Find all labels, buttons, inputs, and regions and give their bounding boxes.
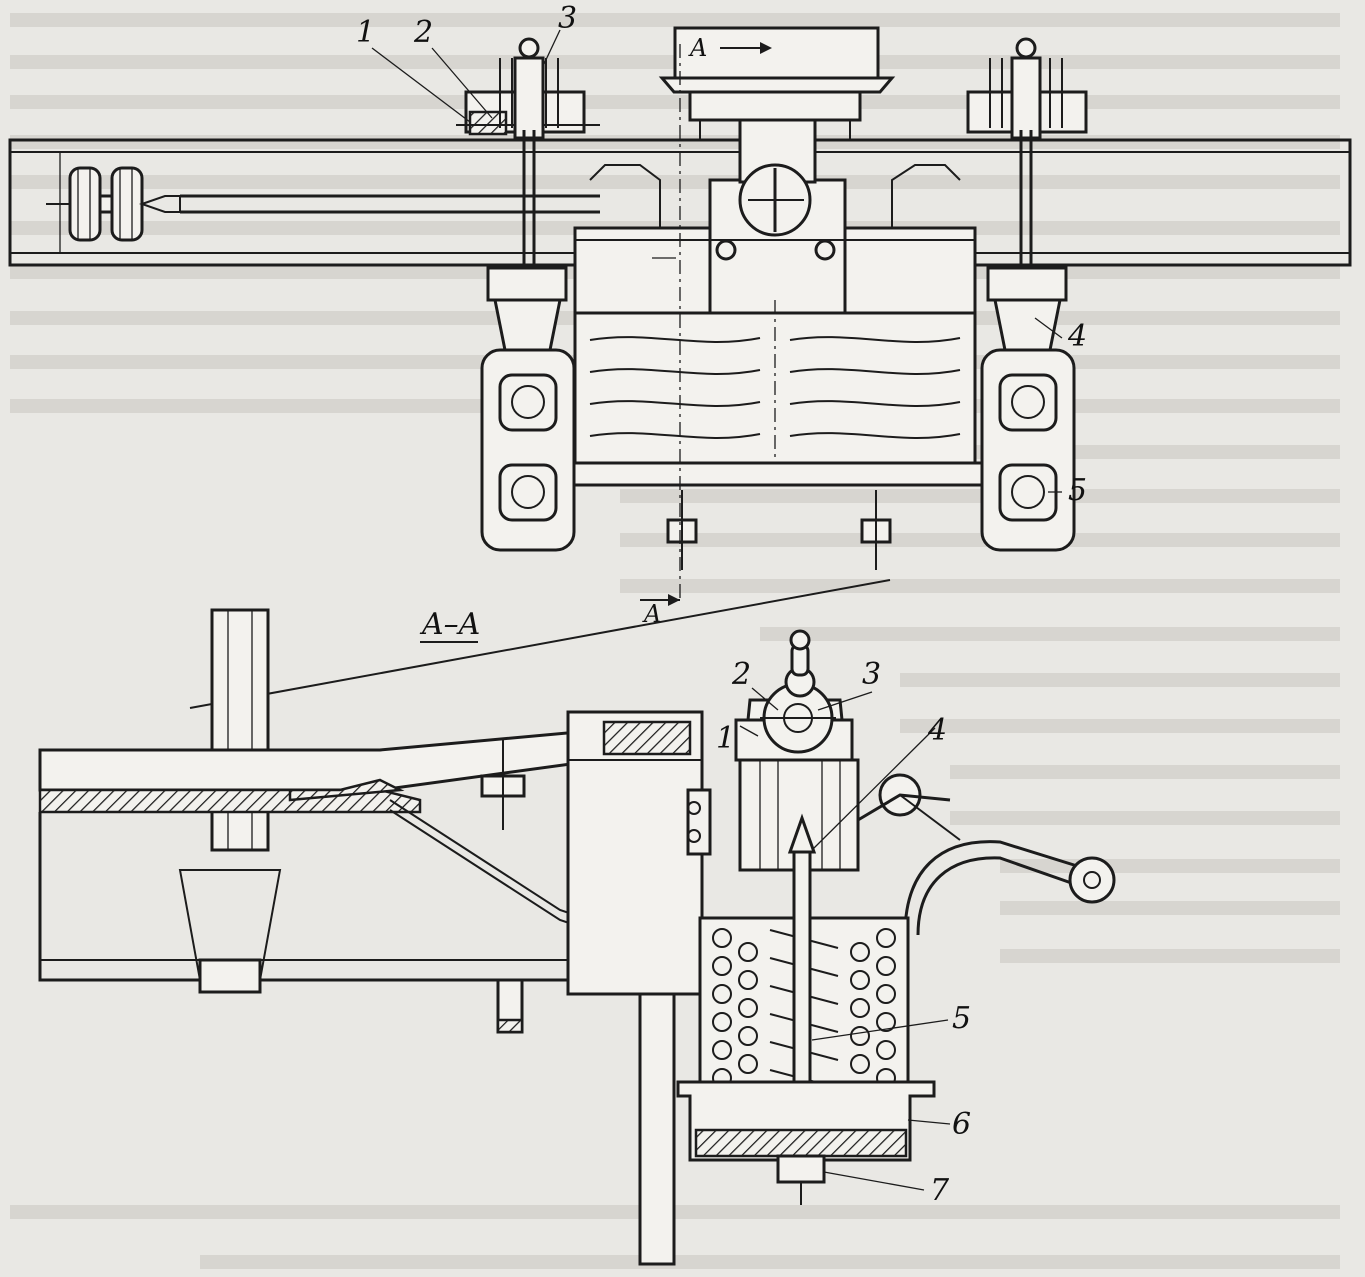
lever-arm (857, 773, 1116, 936)
section-leaders (739, 687, 951, 1191)
vertical-post (202, 608, 278, 852)
section-callout-1: 1 (716, 721, 735, 756)
center-spring-set (488, 300, 1062, 487)
section-callout-7: 7 (930, 1173, 950, 1208)
section-mark-bottom: A (642, 600, 661, 628)
left-suspension-bracket (456, 37, 600, 270)
section-bolt (480, 740, 526, 830)
top-callout-3: 3 (558, 1, 577, 36)
section-callout-3: 3 (862, 657, 881, 692)
section-mark-top: A (688, 34, 707, 62)
center-bolster-plate (658, 26, 896, 140)
top-view: 1 2 3 4 5 A A (8, 1, 1352, 628)
top-view-leaders (371, 29, 1063, 493)
right-side-frame (980, 266, 1076, 552)
section-callout-5: 5 (952, 1001, 971, 1036)
left-side-frame (480, 266, 576, 552)
center-housing (566, 710, 712, 1266)
top-callout-1: 1 (356, 15, 375, 50)
section-title: A–A (419, 607, 480, 642)
top-callout-2: 2 (413, 15, 433, 50)
section-view-a-a: A–A (38, 579, 1116, 1266)
lower-bolts (666, 490, 892, 570)
rod-spring-assembly (46, 166, 600, 242)
center-body (573, 118, 977, 352)
section-line-a (640, 42, 772, 606)
base-cup (676, 1080, 936, 1205)
right-suspension-bracket (966, 37, 1088, 270)
top-callout-5: 5 (1068, 473, 1087, 508)
section-callout-2: 2 (731, 657, 751, 692)
section-callout-6: 6 (952, 1107, 971, 1142)
top-callout-4: 4 (1067, 319, 1087, 354)
bolster-beam (38, 728, 621, 1034)
section-callout-4: 4 (927, 713, 947, 748)
